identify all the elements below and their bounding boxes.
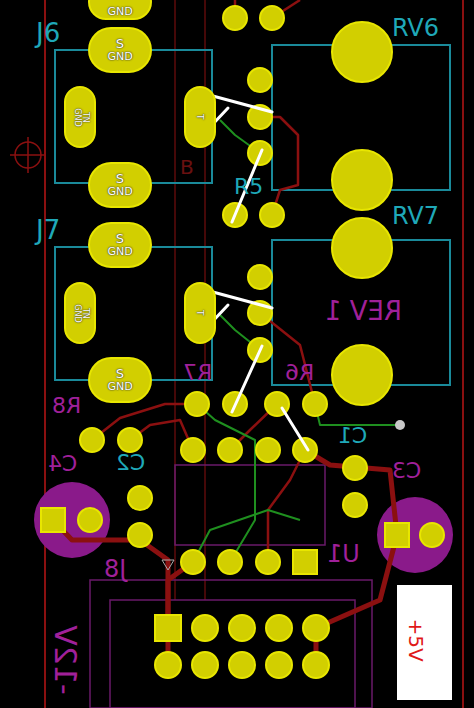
header-pad: [303, 652, 329, 678]
connector-pad: SGND: [88, 162, 152, 208]
connector-pad: GND: [88, 0, 152, 20]
pad-label: GND: [107, 246, 132, 258]
pad-label: GND: [107, 51, 132, 63]
connector-pad: SGND: [88, 222, 152, 268]
silkscreen-label: C4: [48, 453, 77, 475]
header-pad: [229, 652, 255, 678]
pad-label: GND: [72, 304, 80, 322]
silkscreen-label: R7: [183, 362, 212, 384]
silkscreen-label: +5V: [406, 618, 426, 661]
silkscreen-label: R5: [234, 176, 263, 198]
silkscreen-label: C1: [338, 425, 367, 447]
pad-label: GND: [107, 6, 132, 18]
silkscreen-label: R8: [52, 395, 81, 417]
header-pad: [303, 615, 329, 641]
header-pad: [266, 652, 292, 678]
connector-pad: SGND: [88, 357, 152, 403]
silkscreen-label: -12V: [50, 625, 80, 695]
silkscreen-label: RV7: [392, 204, 439, 228]
silkscreen-label: J8: [104, 557, 126, 581]
header-pad: [155, 652, 181, 678]
header-pad: [229, 615, 255, 641]
header-pad: [192, 652, 218, 678]
silkscreen-label: U1: [327, 542, 360, 566]
silkscreen-label: R6: [285, 362, 314, 384]
pad-label: S: [116, 367, 124, 381]
silkscreen-label: J6: [36, 20, 60, 46]
header-pad: [192, 615, 218, 641]
pad-label: S: [116, 37, 124, 51]
pad-label: GND: [72, 108, 80, 126]
pad-label: T: [195, 114, 204, 120]
silkscreen-label: REV 1: [325, 298, 402, 324]
pad-label: GND: [107, 186, 132, 198]
pad-label: TN: [80, 308, 88, 319]
silkscreen-label: C3: [392, 460, 421, 482]
pad-label: S: [116, 172, 124, 186]
silkscreen-label: B: [180, 157, 194, 177]
silkscreen-label: RV6: [392, 16, 439, 40]
header-pad: [266, 615, 292, 641]
connector-pad: T: [184, 86, 216, 148]
silkscreen-label: C2: [116, 452, 145, 474]
pad-label: S: [116, 232, 124, 246]
pad-label: T: [195, 310, 204, 316]
pad-label: TN: [80, 112, 88, 123]
connector-pad: TNGND: [64, 86, 96, 148]
connector-pad: T: [184, 282, 216, 344]
header-pad: [155, 615, 181, 641]
connector-pad: SGND: [88, 27, 152, 73]
connector-pad: TNGND: [64, 282, 96, 344]
silkscreen-label: J7: [36, 217, 60, 243]
pad-label: GND: [107, 381, 132, 393]
